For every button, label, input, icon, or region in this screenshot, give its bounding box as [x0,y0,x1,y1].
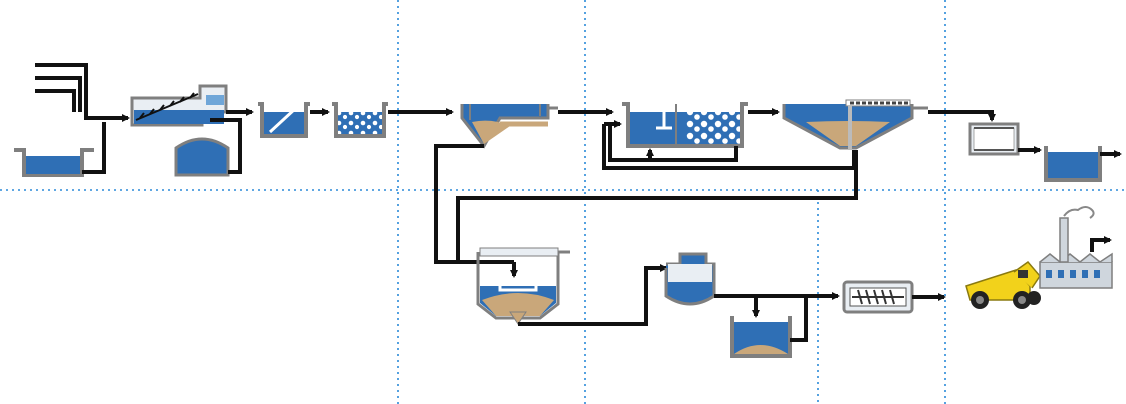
pipe-to-filter [928,110,996,122]
dump-truck-icon [965,260,1041,309]
primary-sludge-line [434,144,514,264]
aerated-grit-tank-icon [332,102,388,138]
secondary-clarifier-icon [782,99,928,150]
inlet-pipes-icon [35,63,130,122]
factory-icon [1039,206,1113,289]
filter-icon [968,122,1020,156]
waste-sludge-line [456,150,858,262]
aeration-tank-icon [608,100,748,162]
primary-clarifier-icon [460,104,558,149]
pipe-to-storage [714,294,760,318]
sludge-storage-icon [730,296,808,358]
collection-tank-icon [14,122,106,177]
digester-icon [664,252,716,306]
effluent-tank-icon [1044,146,1122,182]
grit-chamber-icon [258,102,310,138]
sludge-thickener-icon [476,247,570,325]
pipe-to-digester [518,264,668,326]
bar-screen-icon [130,84,228,127]
screw-press-icon [842,280,946,314]
equalization-tank-icon [174,118,242,177]
